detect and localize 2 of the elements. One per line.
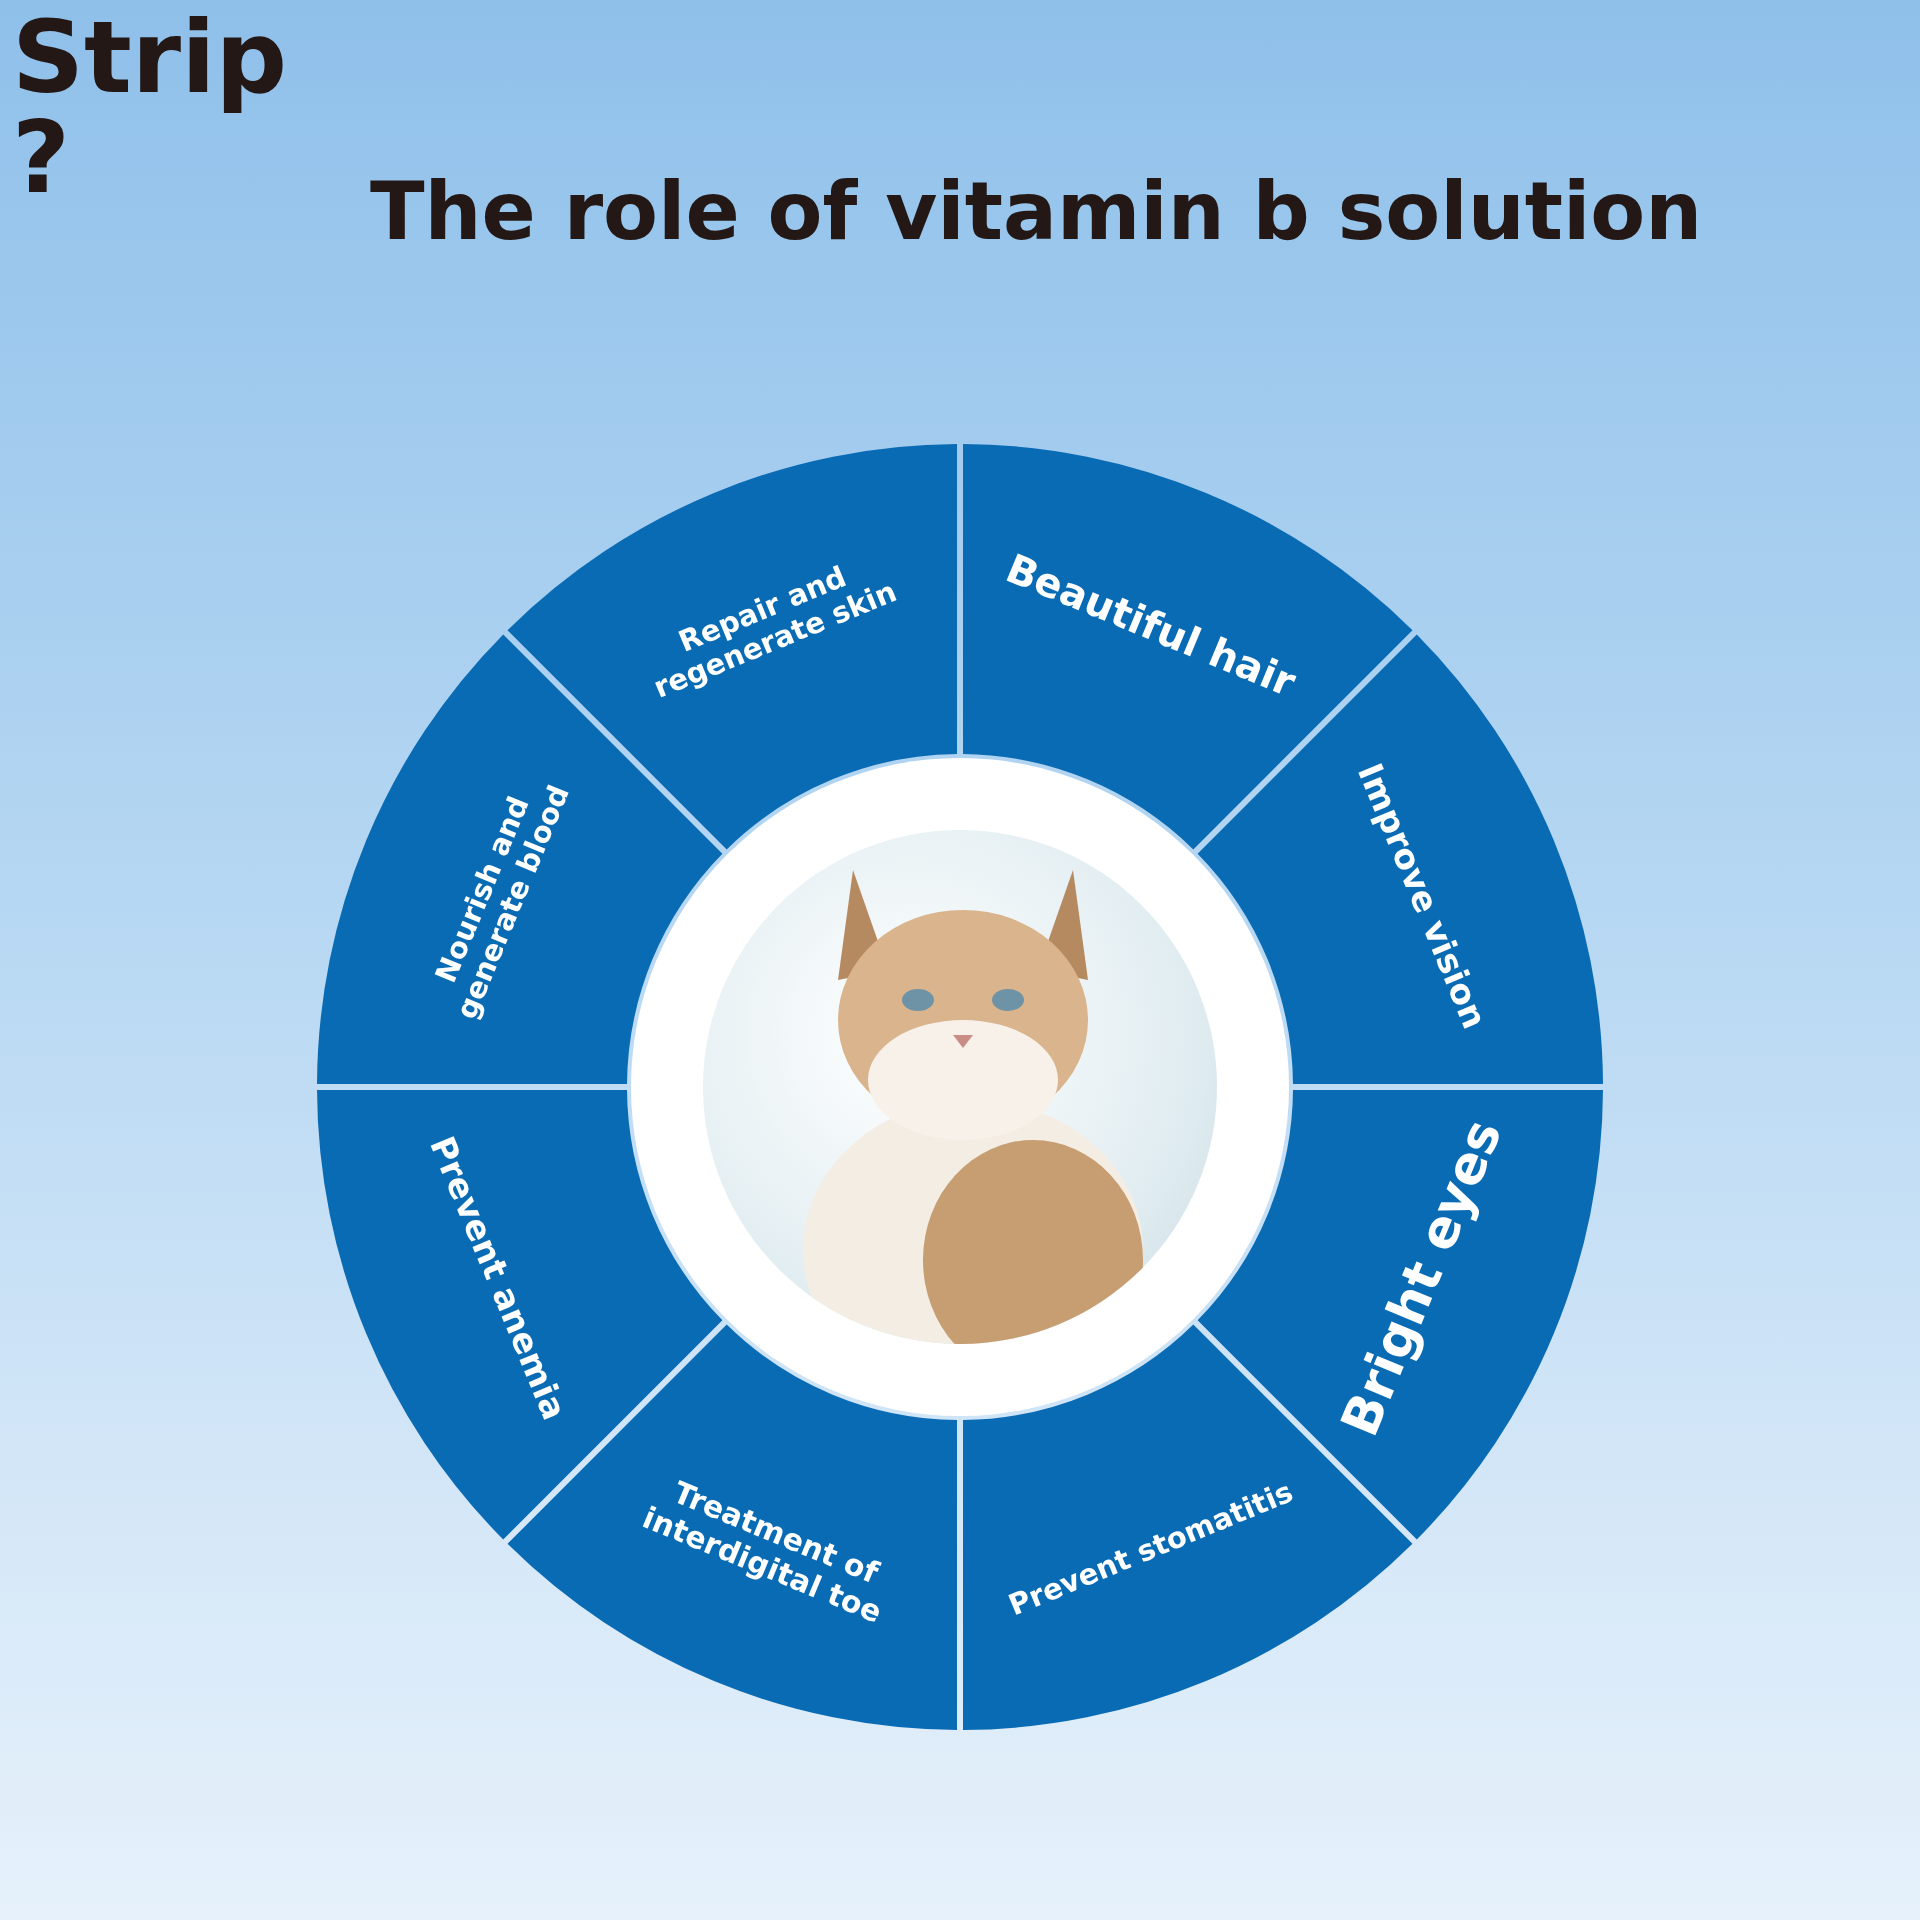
heading-text: Strip ? <box>12 8 288 208</box>
page-title: The role of vitamin b solution <box>370 165 1703 258</box>
